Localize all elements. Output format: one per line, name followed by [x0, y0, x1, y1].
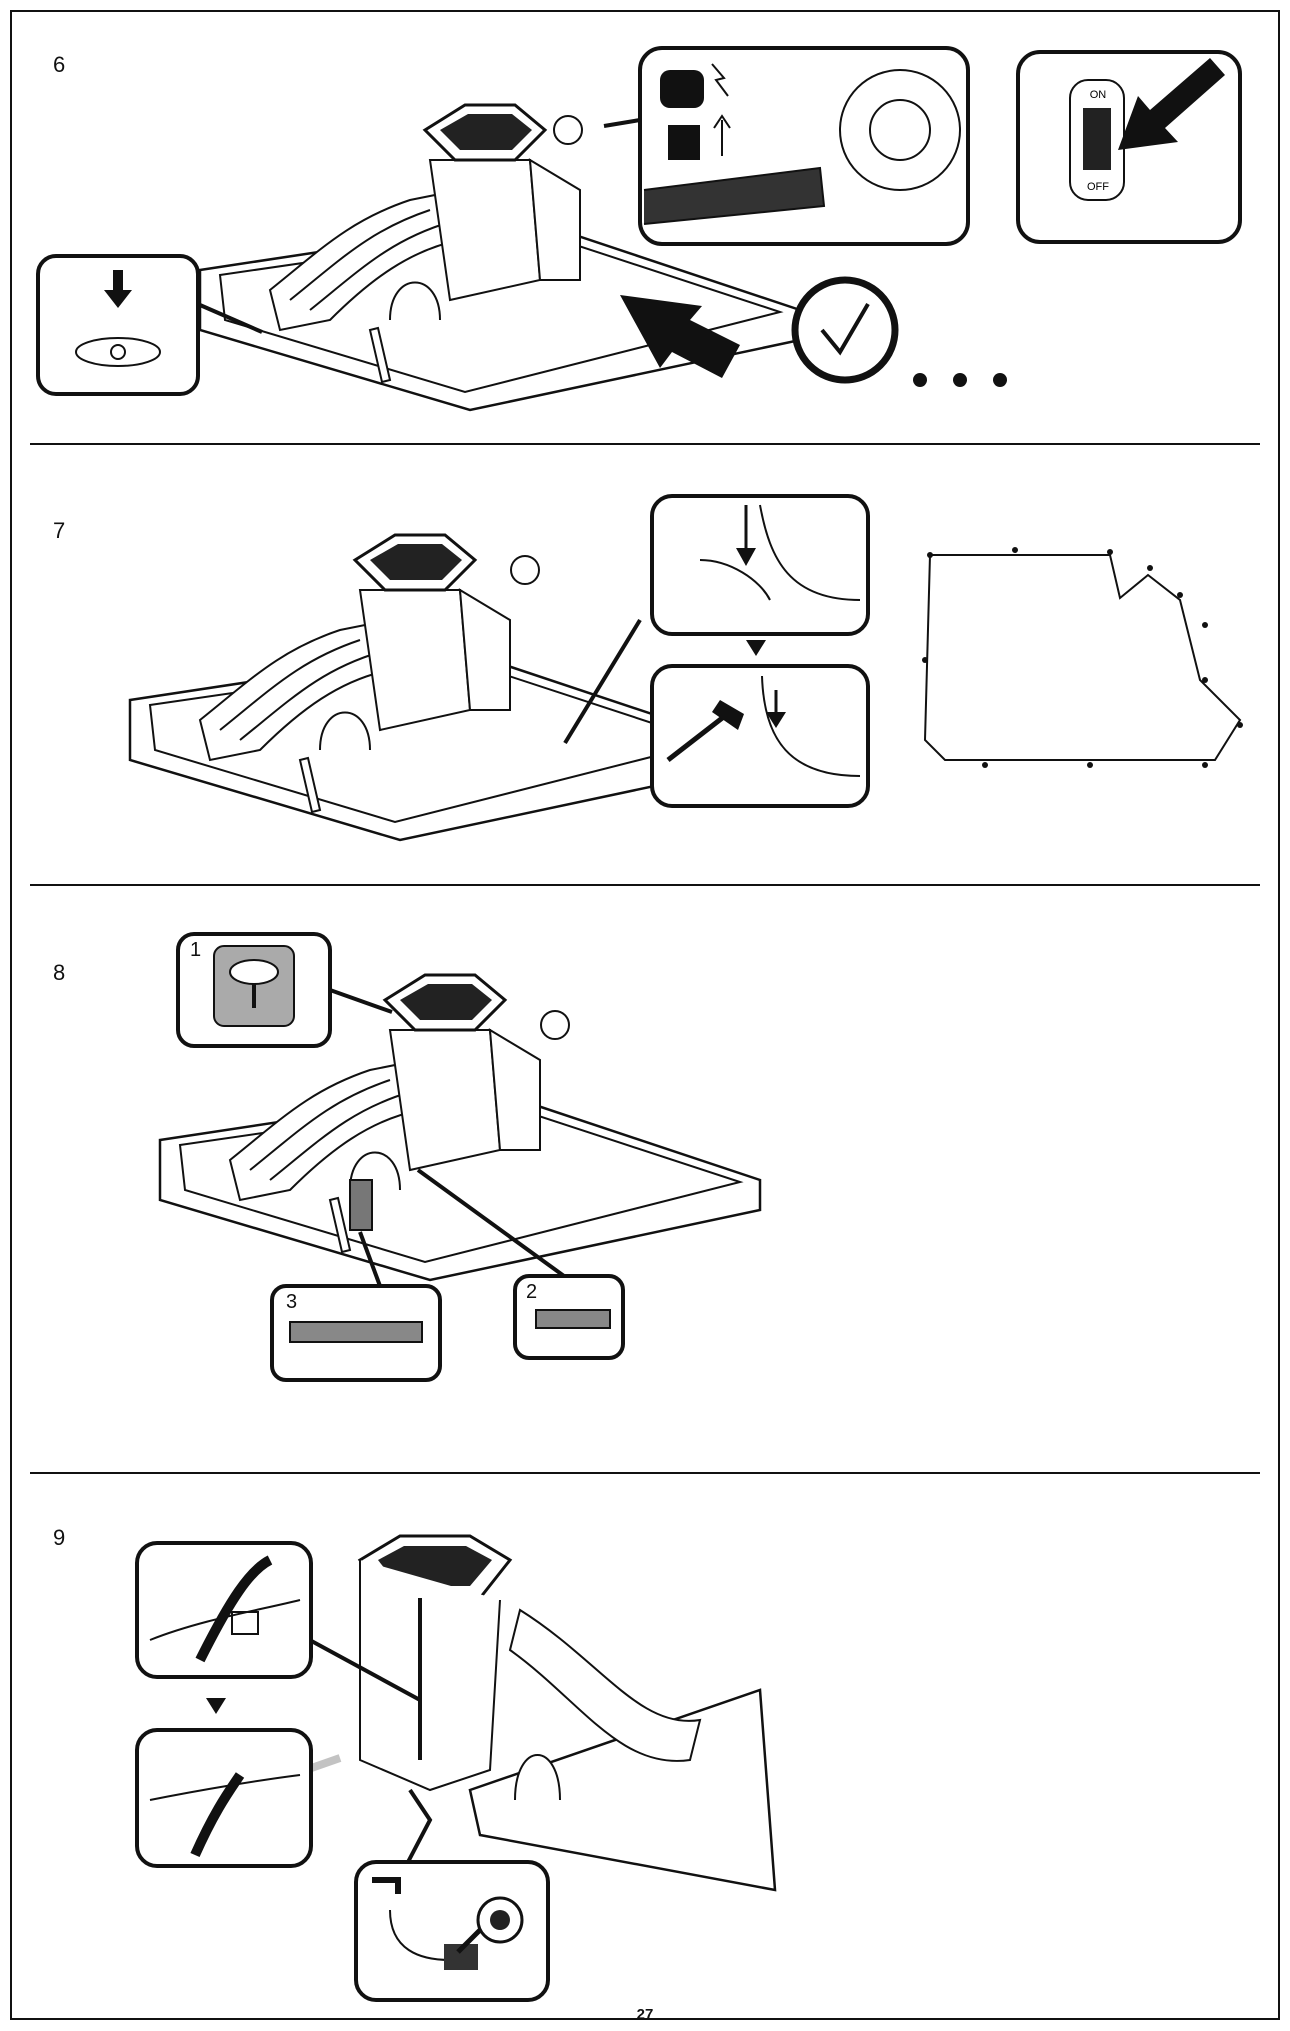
step-number-9: 9: [53, 1525, 66, 1550]
callout-number-3: 3: [286, 1291, 297, 1313]
step8-bar-highlight: [349, 1179, 373, 1231]
step7-stake-push-callout: [650, 494, 870, 636]
step-number-8: 8: [53, 960, 66, 985]
step9-slide-illustration: [357, 1534, 777, 1892]
step-number-7: 7: [53, 518, 66, 543]
big-arrow-icon: [620, 295, 740, 378]
power-plug-icon: [668, 125, 700, 160]
step6-slide-illustration: [198, 103, 802, 412]
hammer-icon: [666, 710, 732, 762]
step7-pointer: [563, 618, 642, 745]
step-number-6: 6: [53, 52, 66, 77]
step6-wingnut-callout: [36, 254, 263, 396]
water-tap-icon: [372, 1877, 401, 1894]
down-arrow-icon: [104, 290, 132, 308]
switch-on-label: ON: [1090, 89, 1107, 101]
drain-valve-icon: [229, 959, 279, 985]
stake-layout-outline: [923, 554, 1242, 761]
wingnut-icon: [75, 337, 161, 367]
step6-switch-callout: ON OFF: [1016, 50, 1242, 244]
callout-number-1: 1: [190, 939, 201, 961]
power-outlet-icon: [660, 70, 704, 108]
step8-callout-2: 2: [513, 1274, 625, 1360]
switch-off-label: OFF: [1087, 181, 1109, 193]
page-border: [10, 10, 1280, 2020]
step6-blower-callout: [603, 46, 970, 246]
step9-strap-callout-top: [135, 1541, 313, 1679]
step7-slide-illustration: [128, 533, 732, 842]
page-number: 27: [636, 2006, 654, 2023]
divider-7-8: [30, 884, 1260, 886]
blower-fan-icon: [839, 69, 961, 191]
divider-6-7: [30, 443, 1260, 445]
next-arrow-icon: [746, 640, 766, 656]
arrow-icon: [1118, 58, 1225, 150]
step8-callout-3: 3: [270, 1284, 442, 1382]
blower-icon: [553, 115, 583, 145]
divider-8-9: [30, 1472, 1260, 1474]
step9-hose-callout: [354, 1860, 550, 2002]
timer-check-icon: [791, 276, 1007, 387]
step8-slide-illustration: [158, 973, 762, 1282]
step8-callout-1: 1: [176, 932, 393, 1048]
callout-number-2: 2: [526, 1281, 537, 1303]
step7-hammer-callout: [650, 664, 870, 808]
step9-strap-callout-bottom: [135, 1728, 313, 1868]
next-arrow-icon: [206, 1698, 226, 1714]
down-arrow-icon: [736, 548, 756, 566]
